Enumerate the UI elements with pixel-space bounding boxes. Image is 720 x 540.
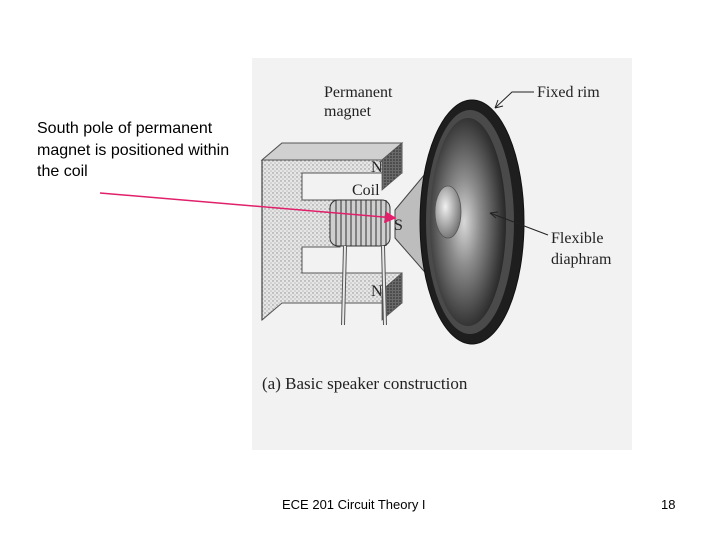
label-north-top: N (371, 159, 383, 176)
annotation-arrow (99, 192, 397, 224)
label-south: S (394, 217, 403, 234)
page-number: 18 (661, 497, 676, 512)
annotation-text: South pole of permanent magnet is positi… (37, 120, 230, 180)
label-permanent: Permanent (324, 84, 393, 101)
figure-caption: (a) Basic speaker construction (262, 374, 468, 393)
label-magnet: magnet (324, 103, 372, 120)
label-north-bottom: N (371, 283, 383, 300)
coil (329, 199, 391, 326)
footer-course-title: ECE 201 Circuit Theory I (282, 497, 426, 512)
label-coil: Coil (352, 182, 380, 199)
speaker-cone (394, 99, 525, 345)
label-diaphram: diaphram (551, 251, 612, 268)
label-fixed-rim: Fixed rim (537, 84, 600, 101)
label-flexible: Flexible (551, 230, 603, 247)
leader-lines (489, 91, 549, 236)
